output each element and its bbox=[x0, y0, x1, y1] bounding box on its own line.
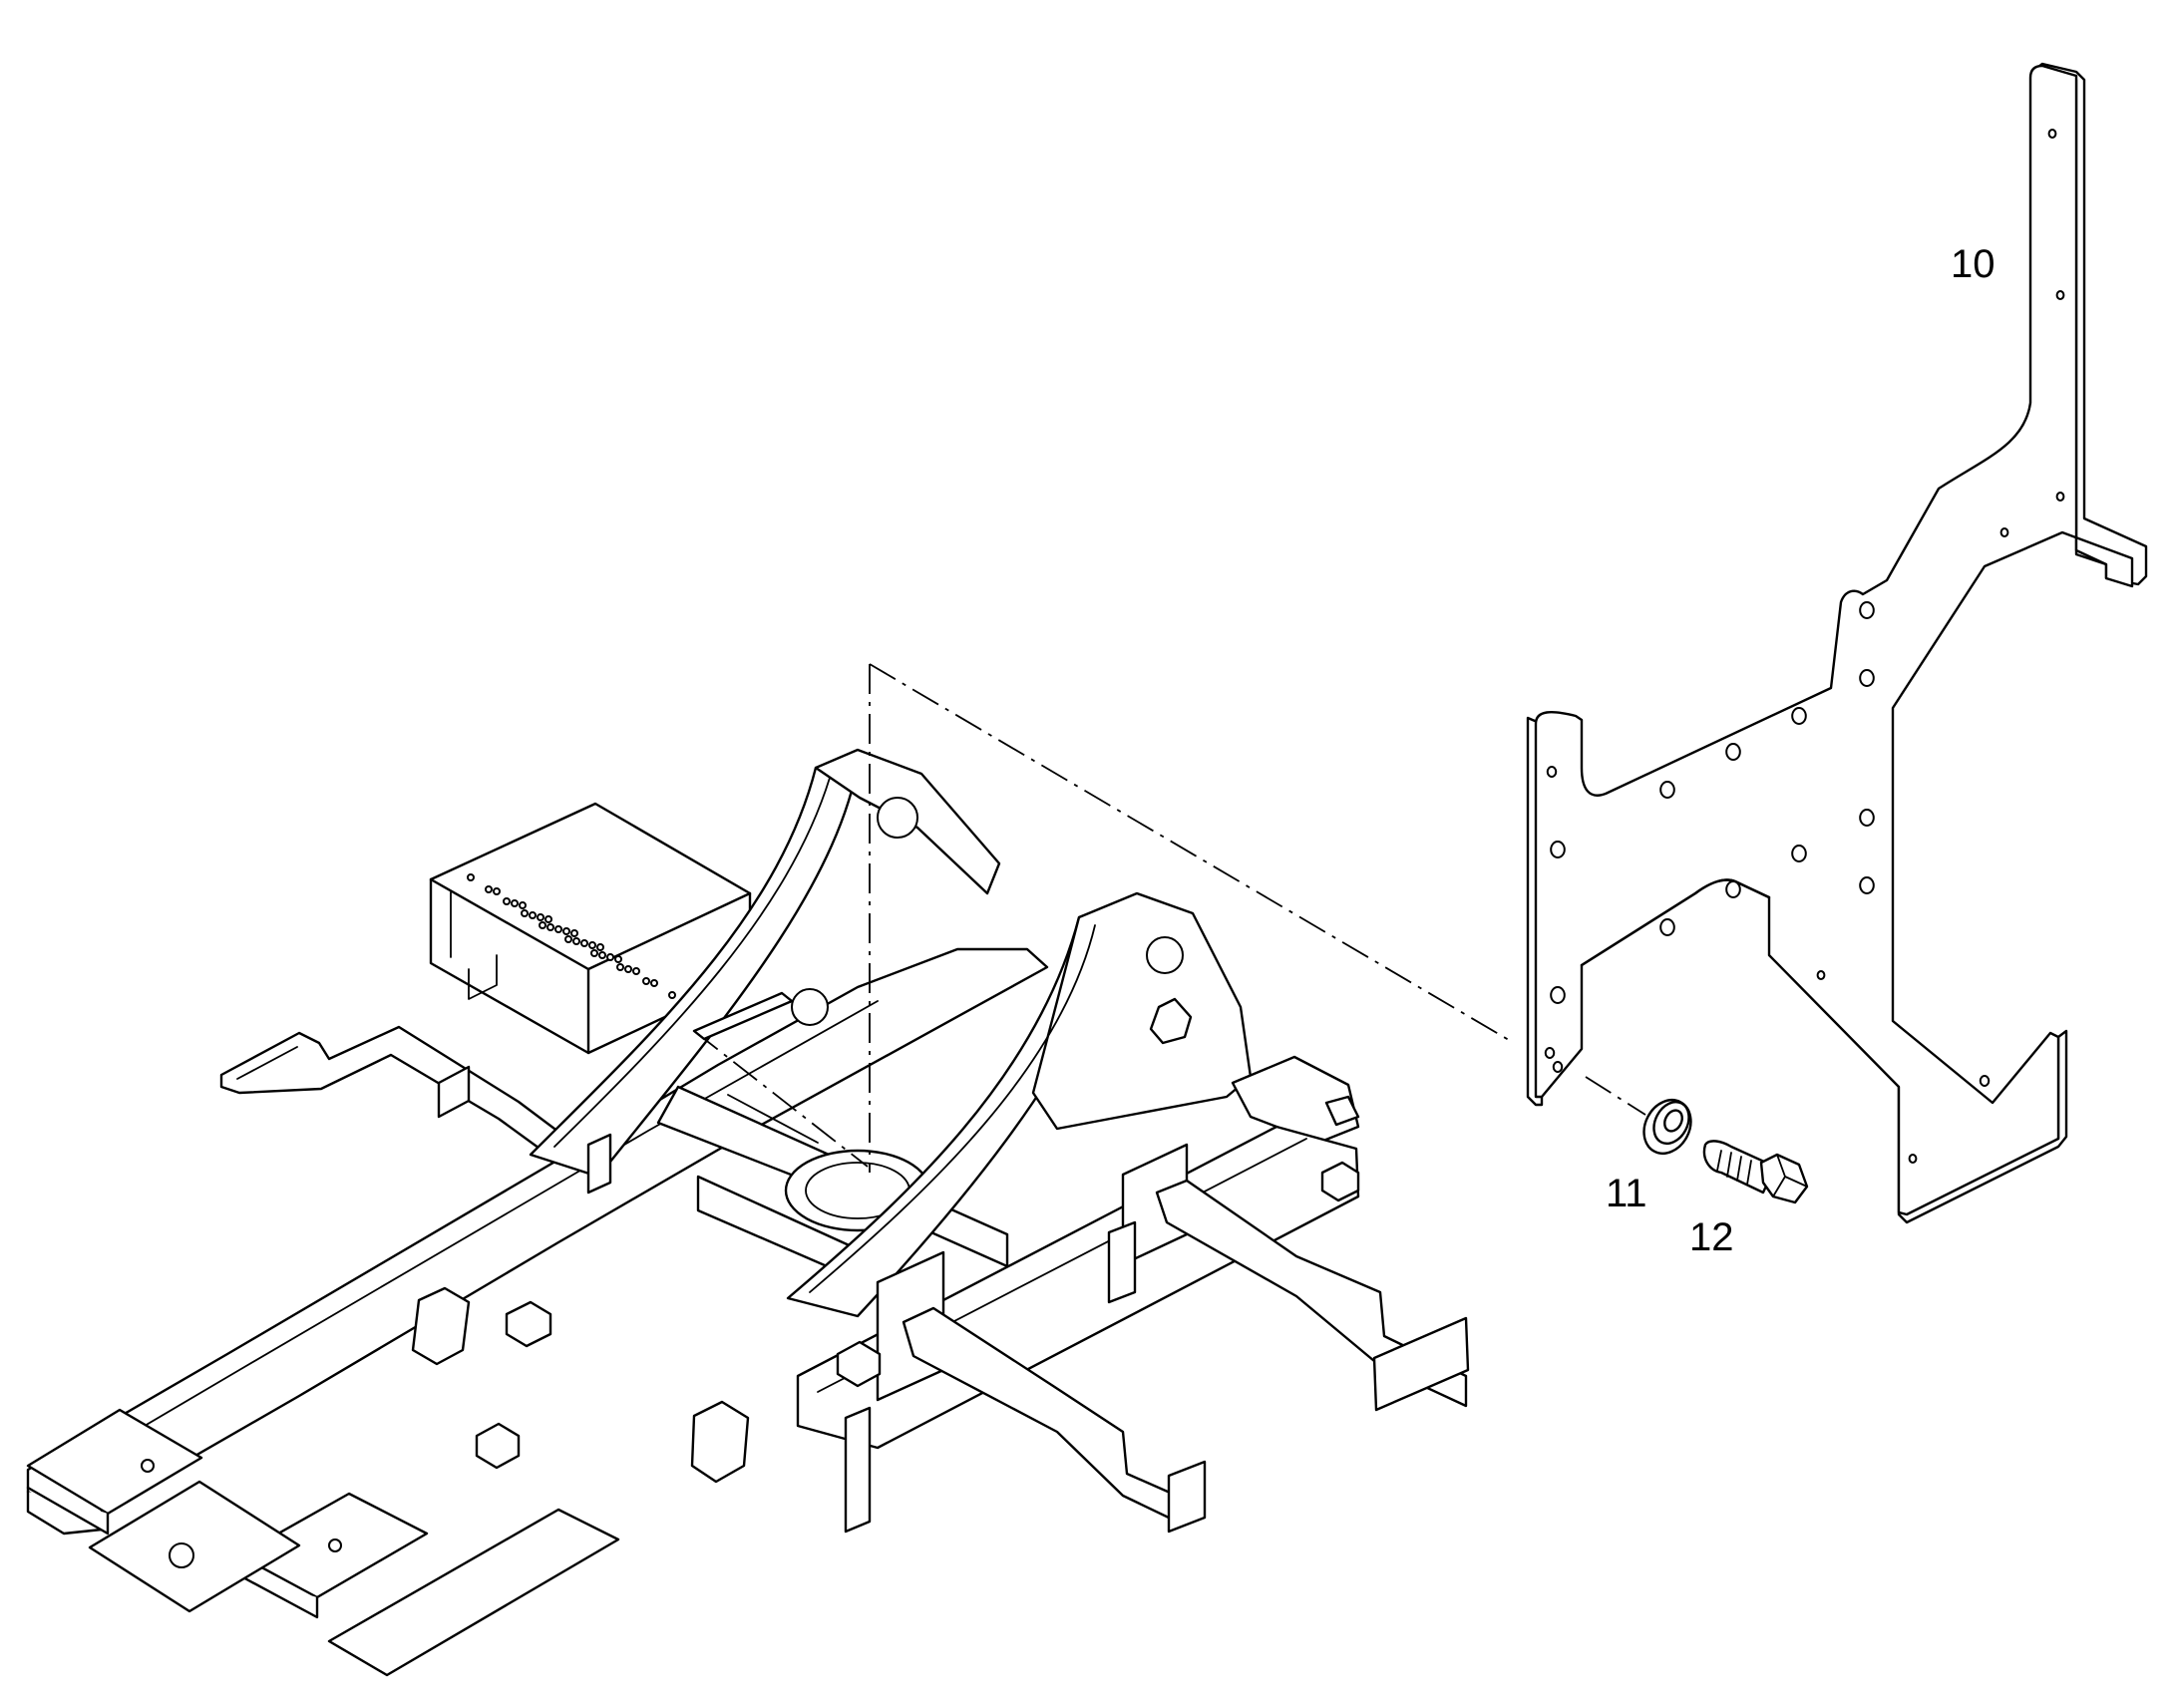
plate-hole bbox=[1546, 766, 1558, 778]
bolt-part-12 bbox=[1702, 1140, 1809, 1204]
platform-hole bbox=[511, 899, 519, 907]
plate-hole bbox=[1544, 1047, 1556, 1059]
chassis-frame bbox=[26, 748, 1470, 1677]
plate-hole bbox=[2055, 290, 2065, 300]
callout-10: 10 bbox=[1951, 242, 1996, 286]
platform-hole bbox=[616, 963, 624, 971]
platform-hole bbox=[624, 965, 632, 973]
plate-hole bbox=[1550, 841, 1566, 858]
plate-hole bbox=[1659, 781, 1675, 799]
platform-hole bbox=[632, 967, 640, 975]
platform-hole bbox=[545, 915, 552, 923]
platform-hole bbox=[521, 909, 529, 917]
plate-hole bbox=[1659, 918, 1675, 936]
platform-hole bbox=[596, 943, 604, 951]
callout-11: 11 bbox=[1606, 1172, 1647, 1215]
plate-hole bbox=[1859, 669, 1875, 687]
platform-hole bbox=[572, 937, 580, 945]
plate-hole bbox=[1816, 970, 1826, 980]
platform-hole bbox=[519, 901, 527, 909]
plate-holes bbox=[1544, 129, 2065, 1164]
platform-hole bbox=[554, 925, 562, 933]
platform-hole bbox=[606, 953, 614, 961]
platform-hole bbox=[546, 923, 554, 931]
main-side-rail bbox=[26, 947, 1049, 1536]
plate-hole bbox=[2055, 492, 2065, 502]
callout-12: 12 bbox=[1689, 1215, 1734, 1259]
washer-part-11 bbox=[1642, 1099, 1692, 1155]
left-arch-frame bbox=[529, 748, 1001, 1179]
platform-hole bbox=[503, 897, 511, 905]
mounting-plate-part-10 bbox=[1526, 62, 2148, 1224]
plate-hole bbox=[1859, 876, 1875, 894]
platform-hole bbox=[642, 977, 650, 985]
platform-hole bbox=[590, 949, 598, 957]
plate-hole bbox=[1979, 1075, 1991, 1087]
platform-hole bbox=[485, 885, 493, 893]
right-outrigger-arm-1 bbox=[1107, 1179, 1470, 1412]
platform-hole bbox=[598, 951, 606, 959]
left-outrigger-arm bbox=[219, 1025, 588, 1169]
platform-hole bbox=[562, 927, 570, 935]
platform-hole bbox=[537, 913, 545, 921]
platform-hole bbox=[539, 921, 546, 929]
platform-hole bbox=[570, 929, 578, 937]
plate-hole bbox=[1791, 707, 1807, 725]
right-outrigger-arm-2 bbox=[844, 1306, 1207, 1534]
plate-hole bbox=[1859, 601, 1875, 619]
plate-hole bbox=[1725, 743, 1741, 761]
plate-hole bbox=[1791, 845, 1807, 862]
platform-hole bbox=[529, 911, 537, 919]
platform-hole bbox=[580, 939, 588, 947]
plate-hole bbox=[1859, 809, 1875, 827]
small-brackets bbox=[411, 1133, 1360, 1484]
platform-hole bbox=[493, 887, 501, 895]
plate-hole bbox=[2047, 129, 2057, 139]
right-arch-frame bbox=[786, 891, 1360, 1318]
plate-hole bbox=[1552, 1061, 1564, 1073]
assembly-centerlines bbox=[693, 663, 1646, 1173]
platform-hole bbox=[650, 979, 658, 987]
platform-hole bbox=[467, 873, 475, 881]
plate-hole bbox=[1908, 1154, 1918, 1164]
platform-hole bbox=[614, 955, 622, 963]
platform-hole bbox=[564, 935, 572, 943]
plate-hole bbox=[1999, 527, 2009, 537]
rear-feet bbox=[26, 1408, 620, 1677]
callout-labels: 10 11 12 bbox=[1606, 242, 1996, 1259]
platform-holes bbox=[467, 873, 676, 999]
upper-platform-box bbox=[429, 802, 752, 1055]
plate-hole bbox=[1725, 880, 1741, 898]
plate-hole bbox=[1550, 986, 1566, 1004]
platform-hole bbox=[668, 991, 676, 999]
platform-hole bbox=[588, 941, 596, 949]
